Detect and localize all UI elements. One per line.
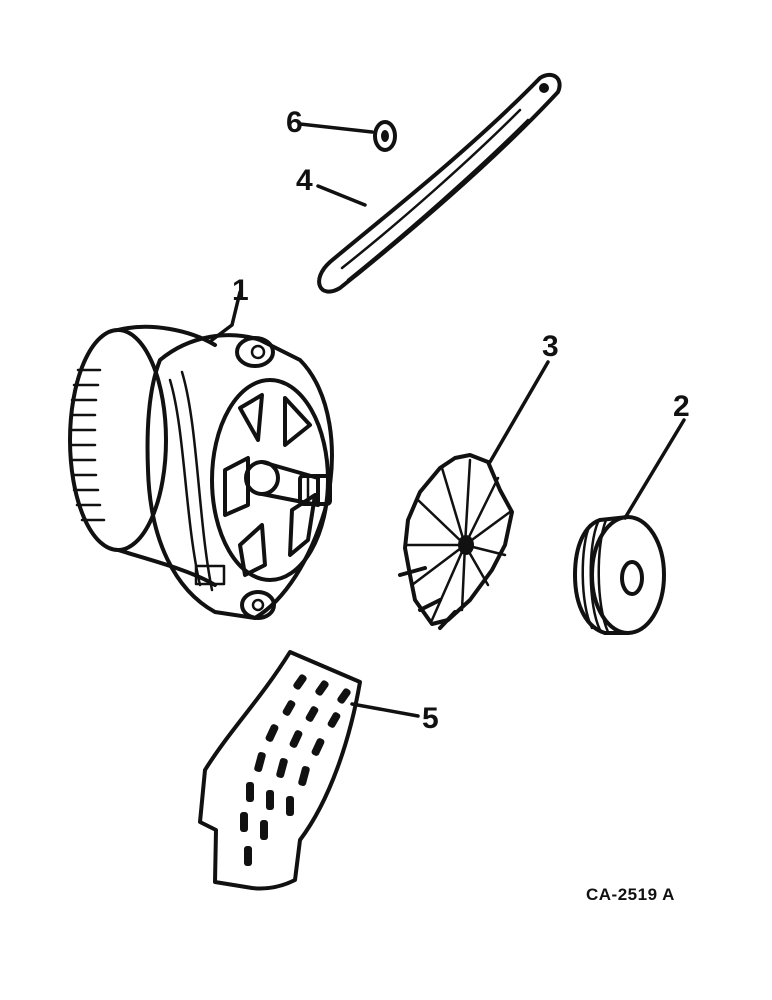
rear-housing-ribs	[68, 368, 106, 522]
alternator-brace	[317, 72, 562, 294]
reference-code: CA-2519 A	[586, 885, 675, 904]
callout-1: 1	[232, 274, 249, 307]
fan-blades	[404, 458, 512, 622]
leader-lines	[210, 122, 686, 718]
shield-slots	[240, 674, 351, 866]
shield	[198, 650, 362, 891]
callout-3: 3	[542, 330, 559, 363]
callout-2: 2	[673, 390, 690, 423]
bolt-and-washer	[373, 120, 397, 152]
fan	[398, 453, 514, 630]
pulley	[573, 515, 666, 635]
callout-6: 6	[286, 106, 303, 139]
callout-5: 5	[422, 702, 439, 735]
callout-4: 4	[296, 164, 313, 197]
alternator	[68, 324, 334, 620]
